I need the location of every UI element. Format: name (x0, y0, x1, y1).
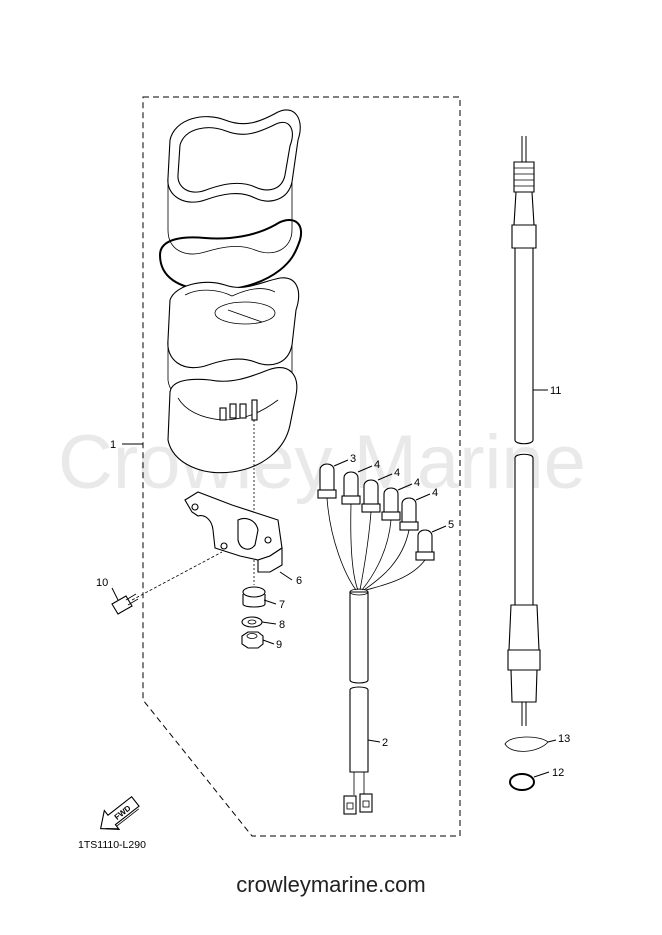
footer-site-link[interactable]: crowleymarine.com (236, 872, 426, 897)
callout-4b: 4 (394, 467, 400, 479)
callout-13: 13 (558, 733, 570, 745)
callout-9: 9 (276, 639, 282, 651)
bulb-harness (317, 463, 435, 815)
callout-2: 2 (382, 737, 388, 749)
grommet (242, 586, 266, 608)
callout-1: 1 (110, 439, 116, 451)
assembly-boundary (142, 96, 461, 837)
diagram-code: 1TS1110-L290 (78, 839, 146, 851)
callout-4d: 4 (432, 487, 438, 499)
mounting-bracket (184, 491, 283, 573)
clip (504, 736, 549, 752)
callout-5: 5 (448, 519, 454, 531)
o-ring (509, 773, 535, 791)
speedometer-cable (507, 136, 541, 726)
callout-12: 12 (552, 767, 564, 779)
nut (241, 631, 264, 649)
meter-housing (158, 109, 303, 585)
callout-4a: 4 (374, 459, 380, 471)
callout-6: 6 (296, 575, 302, 587)
washer (241, 616, 263, 628)
screw (111, 551, 223, 615)
callout-7: 7 (279, 599, 285, 611)
callout-8: 8 (279, 619, 285, 631)
fwd-arrow-icon: FWD (99, 795, 140, 830)
callout-4c: 4 (414, 477, 420, 489)
callout-11: 11 (550, 385, 561, 397)
callout-10: 10 (96, 577, 108, 589)
callout-3: 3 (350, 453, 356, 465)
leader-lines (111, 389, 557, 778)
